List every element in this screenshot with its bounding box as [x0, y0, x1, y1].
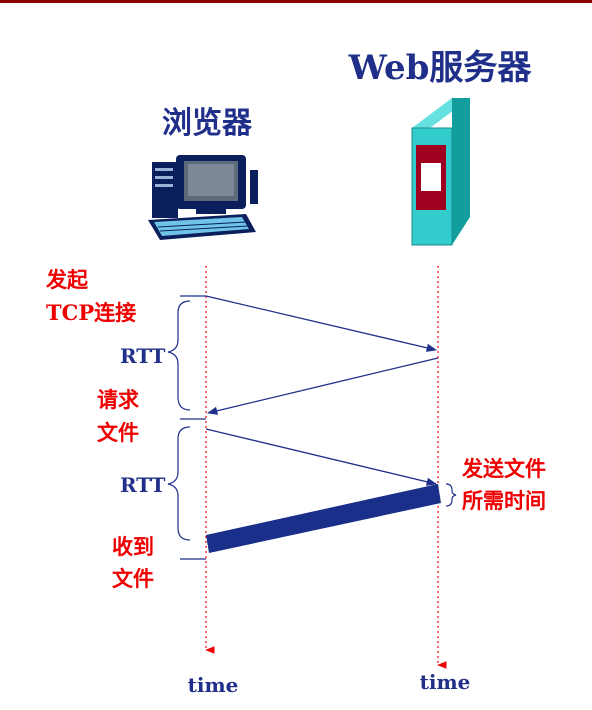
rtt2-label: RTT	[120, 473, 165, 497]
transmit-brace	[445, 483, 457, 507]
transmit-label-line1: 发送文件	[461, 456, 546, 481]
request-arrow	[205, 428, 438, 486]
top-border	[0, 0, 592, 3]
request-label-line1: 请求	[97, 387, 139, 412]
server-title: Web服务器	[348, 48, 533, 88]
initiate-label-line1: 发起	[45, 267, 89, 292]
time-label-server: time	[420, 670, 471, 694]
syn-arrow	[205, 295, 438, 352]
file-transfer-band	[206, 484, 441, 553]
browser-title: 浏览器	[162, 106, 253, 141]
synack-arrow	[206, 357, 439, 415]
time-label-client: time	[188, 673, 239, 697]
rtt2-brace	[167, 426, 191, 541]
transmit-label-line2: 所需时间	[462, 488, 546, 513]
server-tower-icon	[411, 98, 470, 246]
receive-label-line2: 文件	[112, 566, 154, 591]
receive-label-line1: 收到	[112, 534, 154, 559]
initiate-label-line2: TCP连接	[46, 300, 136, 325]
request-label-line2: 文件	[97, 420, 139, 445]
rtt1-label: RTT	[120, 344, 165, 368]
rtt1-brace	[167, 300, 191, 411]
desktop-computer-icon	[148, 155, 258, 240]
